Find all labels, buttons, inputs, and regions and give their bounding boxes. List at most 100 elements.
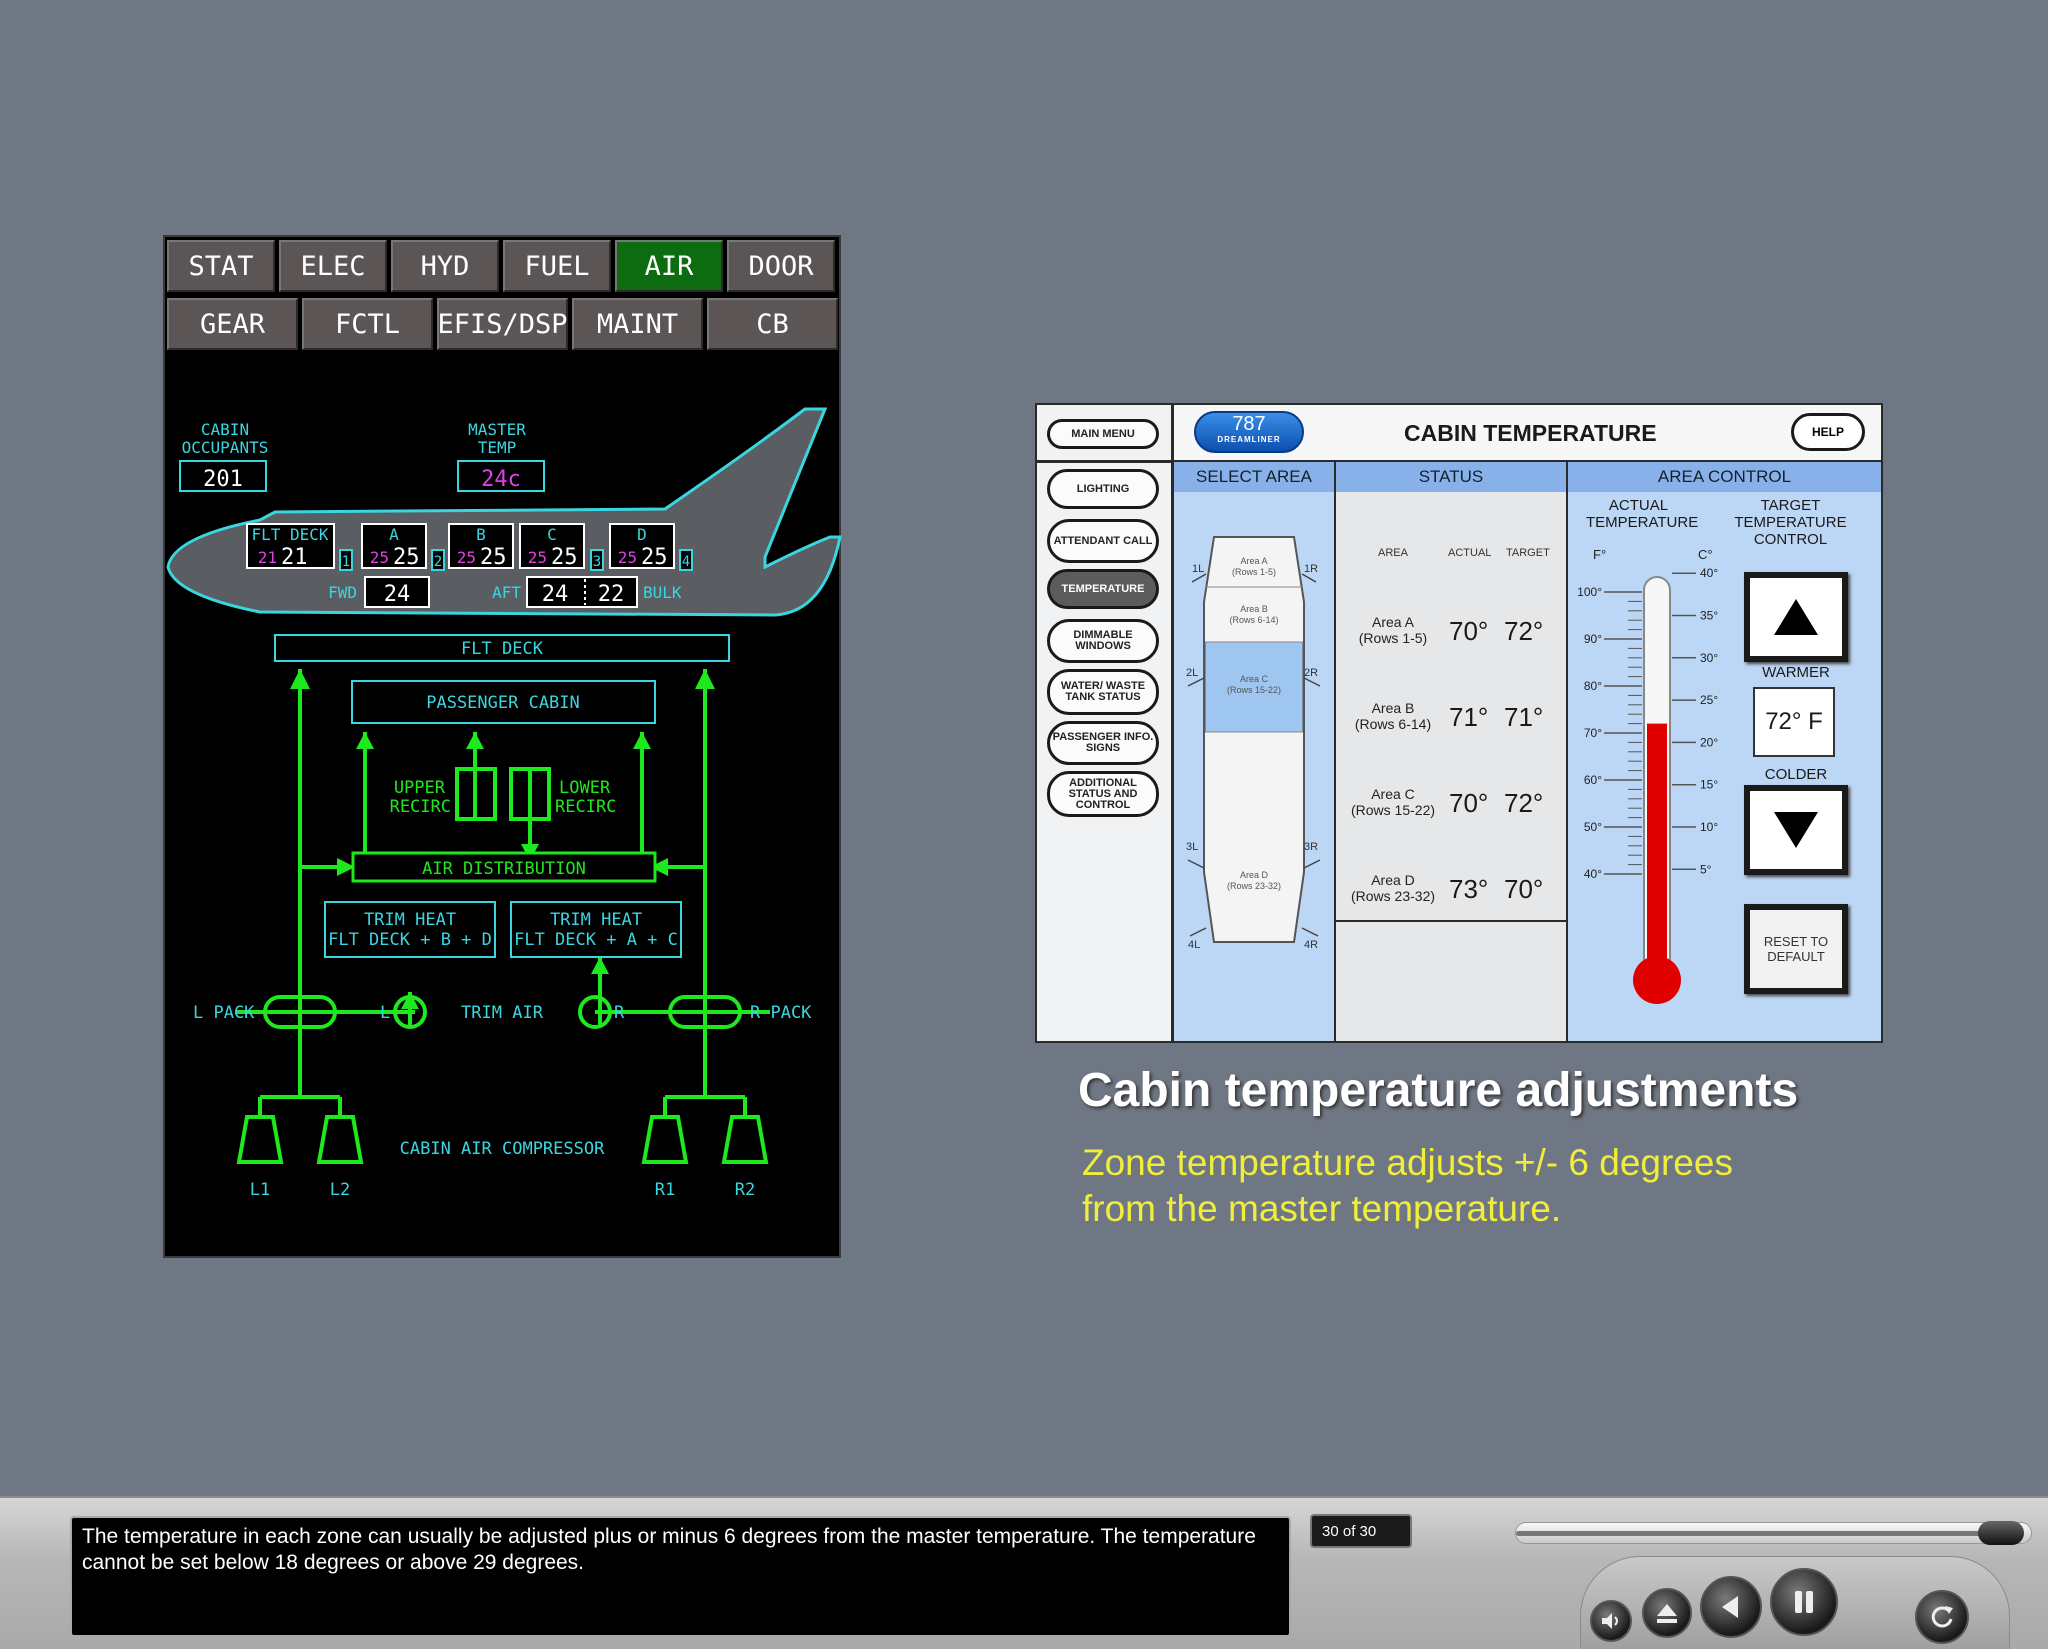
zone-a-label: A [389,525,399,544]
status-actual-value: 73° [1449,874,1489,904]
status-area-rows: (Rows 6-14) [1354,716,1432,732]
tab-door[interactable]: DOOR [727,240,835,292]
fwd-cargo-box [364,576,430,608]
map-area-a-label[interactable]: Area A [1240,556,1267,566]
passenger-info-signs-button[interactable]: PASSENGER INFO. SIGNS [1047,721,1159,765]
actual-temp-label-1: ACTUAL [1608,497,1669,514]
logo-number: 787 [1232,413,1266,435]
tab-fuel[interactable]: FUEL [503,240,611,292]
compressor-r2-label: R2 [735,1180,755,1200]
zone-b-actual: 25 [480,545,507,570]
tab-maint[interactable]: MAINT [572,298,703,350]
map-area-a-rows: (Rows 1-5) [1232,567,1276,577]
colder-button[interactable] [1744,785,1848,875]
slide-title: Cabin temperature adjustments [1078,1064,1799,1117]
replay-icon[interactable] [1915,1590,1969,1644]
synoptic-tab-row-2: GEAR FCTL EFIS/DSP MAINT CB [167,298,838,350]
trim-air-label: TRIM AIR [461,1003,544,1023]
up-arrow-icon [1774,599,1818,635]
door-2l: 2L [1186,667,1198,679]
map-area-b-label[interactable]: Area B [1240,604,1268,614]
status-area-name: Area B [1371,700,1415,716]
door-3r: 3R [1304,841,1318,853]
zone-index-2: 2 [434,554,442,570]
lighting-button[interactable]: LIGHTING [1047,469,1159,509]
trim-heat-left-label: TRIM HEAT [364,910,456,930]
flt-deck-label: FLT DECK [461,639,544,659]
tab-elec[interactable]: ELEC [279,240,387,292]
duct-arrows [290,669,715,1009]
reset-to-default-button[interactable]: RESET TO DEFAULT [1744,904,1848,994]
target-temp-label-2: TEMPERATURE [1734,514,1847,531]
cabin-occupants-label: CABIN [201,420,249,439]
additional-status-button[interactable]: ADDITIONAL STATUS AND CONTROL [1047,771,1159,817]
map-area-c-selected[interactable] [1204,641,1304,733]
warmer-button[interactable] [1744,572,1848,662]
tab-stat[interactable]: STAT [167,240,275,292]
zone-index-1: 1 [342,554,350,570]
status-col-actual: ACTUAL [1448,547,1492,559]
unit-celsius: C° [1698,547,1713,562]
attendant-call-button[interactable]: ATTENDANT CALL [1047,519,1159,563]
status-column: AREA ACTUAL TARGET Area A(Rows 1-5) 70° … [1336,492,1568,1041]
rewind-icon[interactable] [1700,1576,1762,1638]
bulk-cargo-label: BULK [643,583,682,602]
volume-icon[interactable] [1590,1600,1632,1642]
map-area-b-rows: (Rows 6-14) [1229,615,1278,625]
map-area-c-label[interactable]: Area C [1240,674,1269,684]
zone-b-label: B [476,525,486,544]
progress-bar[interactable] [1515,1521,2032,1545]
lower-recirc-label: LOWER [559,778,611,798]
tab-efis-dsp[interactable]: EFIS/DSP [437,298,568,350]
panel-title: CABIN TEMPERATURE [1404,420,1657,446]
status-area-name: Area A [1371,614,1415,630]
tab-gear[interactable]: GEAR [167,298,298,350]
status-actual-value: 70° [1449,788,1489,818]
eject-icon[interactable] [1642,1588,1692,1638]
zone-c [519,523,585,569]
fahrenheit-tick-label: 40° [1584,867,1602,881]
fahrenheit-tick-label: 50° [1584,820,1602,834]
temperature-button[interactable]: TEMPERATURE [1047,569,1159,609]
help-button[interactable]: HELP [1791,413,1865,451]
door-2r: 2R [1304,667,1318,679]
aft-cargo-value: 24 [542,582,569,607]
cabin-area-map: Area A (Rows 1-5) Area B (Rows 6-14) Are… [1186,536,1321,951]
map-area-d-label[interactable]: Area D [1240,870,1269,880]
compressor-l2-label: L2 [330,1180,350,1200]
target-temperature-heading: TARGET TEMPERATURE CONTROL [1728,497,1853,548]
zone-index-3-box [590,549,604,571]
door-4l: 4L [1188,939,1200,951]
zone-a-target: 25 [370,548,389,567]
air-duct-lines [235,669,770,1117]
passenger-cabin-label: PASSENGER CABIN [426,693,580,713]
select-area-column: Area A (Rows 1-5) Area B (Rows 6-14) Are… [1174,492,1336,1041]
pause-icon[interactable] [1770,1568,1838,1636]
tab-hyd[interactable]: HYD [391,240,499,292]
tab-fctl[interactable]: FCTL [302,298,433,350]
dimmable-windows-button[interactable]: DIMMABLE WINDOWS [1047,619,1159,663]
compressor-l2-symbol [316,1115,364,1164]
progress-knob[interactable] [1977,1521,2024,1545]
master-temp-label-2: TEMP [478,438,517,457]
synoptic-display: STAT ELEC HYD FUEL AIR DOOR GEAR FCTL EF… [163,235,842,1258]
compressor-r1-symbol [641,1115,689,1164]
trim-heat-right-label: TRIM HEAT [550,910,642,930]
bulk-cargo-value: 22 [598,582,625,607]
warmer-label: WARMER [1762,664,1830,681]
transcript-box: The temperature in each zone can usually… [70,1516,1291,1637]
reset-label-2: DEFAULT [1767,949,1825,964]
tab-air[interactable]: AIR [615,240,723,292]
upper-recirc-label-2: RECIRC [390,797,451,817]
door-1r: 1R [1304,563,1318,575]
water-waste-tank-button[interactable]: WATER/ WASTE TANK STATUS [1047,669,1159,715]
zone-flt-deck-actual: 21 [281,545,308,570]
target-temp-label-1: TARGET [1760,497,1821,514]
trim-heat-right-zones: FLT DECK + A + C [514,930,678,950]
celsius-tick-label: 5° [1700,862,1712,876]
zone-d-label: D [637,525,647,544]
tab-cb[interactable]: CB [707,298,838,350]
celsius-tick-label: 10° [1700,820,1718,834]
player-bar: The temperature in each zone can usually… [0,1496,2048,1649]
main-menu-button[interactable]: MAIN MENU [1047,419,1159,449]
